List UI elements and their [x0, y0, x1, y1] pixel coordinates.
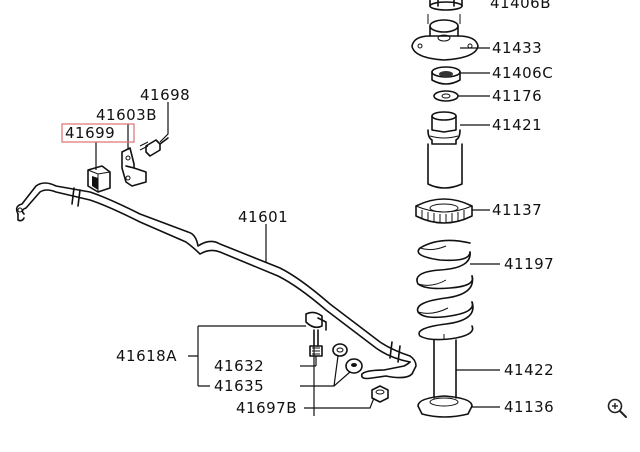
- label-41137[interactable]: 41137: [492, 201, 542, 219]
- bolt-41698: [139, 137, 169, 157]
- spring-seat-41137: [415, 198, 473, 224]
- label-41697b[interactable]: 41697B: [236, 399, 297, 417]
- label-41421[interactable]: 41421: [492, 116, 542, 134]
- stabilizer-bar-41601: [15, 182, 417, 380]
- label-41422[interactable]: 41422: [504, 361, 554, 379]
- washer-41176: [433, 90, 459, 102]
- coil-spring-41197: [416, 239, 474, 341]
- bearing-41406c: [431, 66, 461, 85]
- label-41601[interactable]: 41601: [238, 208, 288, 226]
- bump-stop-41421: [427, 111, 463, 189]
- highlight-box: [61, 123, 135, 143]
- label-41632[interactable]: 41632: [214, 357, 264, 375]
- zoom-in-icon[interactable]: [605, 396, 629, 420]
- strut-top-nut: [429, 0, 463, 11]
- bracket-41603b: [121, 147, 147, 187]
- strut-mount-41433: [411, 14, 479, 61]
- label-41433[interactable]: 41433: [492, 39, 542, 57]
- bushing-41635-b: [345, 358, 363, 374]
- strut-damper-41422: [433, 334, 457, 399]
- bushing-41699: [87, 165, 111, 193]
- label-41603b[interactable]: 41603B: [96, 106, 157, 124]
- leader-lines: [95, 47, 500, 416]
- label-41699[interactable]: 41699: [65, 124, 115, 142]
- lower-seat-41136: [417, 395, 473, 418]
- stabilizer-link-41632: [305, 311, 327, 357]
- label-41406c[interactable]: 41406C: [492, 64, 553, 82]
- label-41698[interactable]: 41698: [140, 86, 190, 104]
- label-41635[interactable]: 41635: [214, 377, 264, 395]
- nut-41697b: [371, 385, 389, 403]
- bushing-41635-a: [332, 343, 348, 357]
- label-41406b[interactable]: 41406B: [490, 0, 551, 12]
- label-41176[interactable]: 41176: [492, 87, 542, 105]
- label-41136[interactable]: 41136: [504, 398, 554, 416]
- label-41197[interactable]: 41197: [504, 255, 554, 273]
- label-41618a[interactable]: 41618A: [116, 347, 177, 365]
